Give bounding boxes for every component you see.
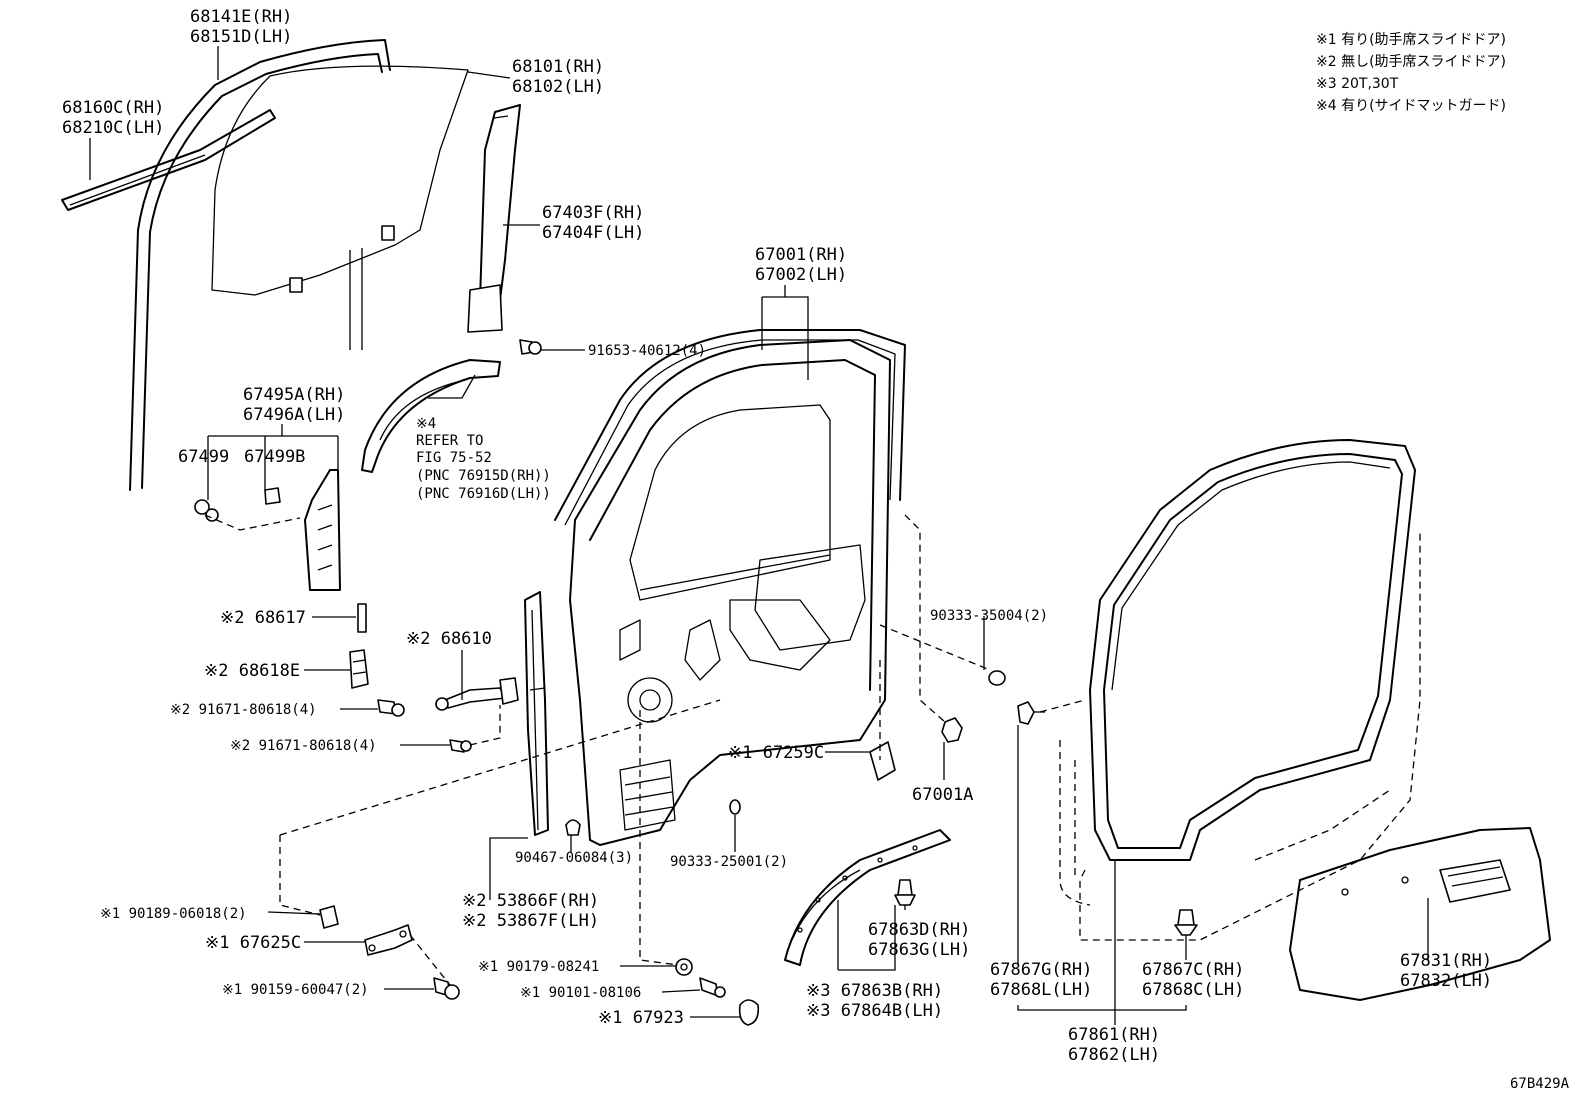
label-67867C: 67867C(RH) [1142,960,1244,980]
run-channel-68141E[interactable] [129,39,391,491]
label-67403F: 67403F(RH) [542,203,644,223]
label-68610: ※2 68610 [406,629,492,649]
label-67831: 67831(RH) [1400,951,1492,971]
clip-67499B[interactable] [264,487,281,505]
label-90159: ※1 90159-60047(2) [222,982,369,998]
bolt-90159[interactable] [433,977,460,1000]
body-opening-outline [1059,530,1421,941]
label-90467: 90467-06084(3) [515,850,633,866]
door-panel-67001[interactable] [569,339,891,846]
clip-67863D[interactable] [894,879,916,906]
label-67495A: 67495A(RH) [243,385,345,405]
arch-moulding-67863B[interactable] [784,829,951,966]
label-90101: ※1 90101-08106 [520,985,641,1001]
label-67868L: 67868L(LH) [990,980,1092,1000]
label-67404F: 67404F(LH) [542,223,644,243]
label-67868C: 67868C(LH) [1142,980,1244,1000]
clip-67499[interactable] [194,499,219,522]
label-90333-35004: 90333-35004(2) [930,608,1048,624]
screw-90101[interactable] [699,977,726,998]
ref-pnc-lh: (PNC 76916D(LH)) [416,486,551,502]
hinge-68618E[interactable] [349,649,369,689]
bolt-91653[interactable] [519,339,542,355]
label-68617: ※2 68617 [220,608,306,628]
ref-fig: FIG 75-52 [416,450,492,466]
label-68618E: ※2 68618E [204,661,300,681]
plug-90333-25001[interactable] [729,799,741,815]
figure-id: 67B429A [1510,1076,1570,1092]
notes-legend: ※1 有り(助手席スライドドア) ※2 無し(助手席スライドドア) ※3 20T… [1316,32,1506,114]
label-67001A: 67001A [912,785,973,805]
label-67259C: ※1 67259C [728,743,824,763]
label-67863D: 67863D(RH) [868,920,970,940]
label-68160C: 68160C(RH) [62,98,164,118]
pad-67259C[interactable] [869,741,896,781]
label-91653: 91653-40612(4) [588,343,706,359]
bolt-91671-upper[interactable] [377,699,405,717]
plug-90333-35004[interactable] [988,670,1006,686]
label-67832: 67832(LH) [1400,971,1492,991]
label-68101: 68101(RH) [512,57,604,77]
hinge-pin-68617[interactable] [357,603,367,633]
label-53866F: ※2 53866F(RH) [462,891,599,911]
label-90189: ※1 90189-06018(2) [100,906,247,922]
leader-lines [89,46,1429,1025]
label-90179: ※1 90179-08241 [478,959,599,975]
note-4: ※4 有り(サイドマットガード) [1316,98,1506,114]
bumper-67001A[interactable] [941,717,963,743]
label-53867F: ※2 53867F(LH) [462,911,599,931]
label-68151D: 68151D(LH) [190,27,292,47]
label-67863B: ※3 67863B(RH) [806,981,943,1001]
ref-pnc-rh: (PNC 76915D(RH)) [416,468,551,484]
label-67863G: 67863G(LH) [868,940,970,960]
label-68210C: 68210C(LH) [62,118,164,138]
nut-90179[interactable] [675,958,693,976]
label-67867G: 67867G(RH) [990,960,1092,980]
label-91671-upper: ※2 91671-80618(4) [170,702,317,718]
bracket-90189[interactable] [319,905,339,929]
label-67864B: ※3 67864B(LH) [806,1001,943,1021]
label-67862: 67862(LH) [1068,1045,1160,1065]
clip-90467[interactable] [565,819,581,836]
clip-67867C[interactable] [1174,909,1198,936]
label-67499B: 67499B [244,447,305,467]
label-67002: 67002(LH) [755,265,847,285]
lower-sash-67403F[interactable] [467,104,521,333]
belt-moulding-68160C[interactable] [61,109,276,211]
part-labels: 68141E(RH) 68151D(LH) 68160C(RH) 68210C(… [62,7,1492,1065]
note-1: ※1 有り(助手席スライドドア) [1316,32,1506,48]
label-67499: 67499 [178,447,229,467]
door-glass-68101[interactable] [211,65,469,350]
label-67496A: 67496A(LH) [243,405,345,425]
striker-67625C[interactable] [364,924,413,956]
clip-67867G[interactable] [1017,701,1045,725]
label-90333-25001: 90333-25001(2) [670,854,788,870]
glass-run-67495A[interactable] [304,469,341,591]
side-mat-guard[interactable] [361,359,501,473]
scuff-plate-67831[interactable] [1289,827,1551,1001]
label-67861: 67861(RH) [1068,1025,1160,1045]
note-2: ※2 無し(助手席スライドドア) [1316,54,1506,70]
step-trim-53866F[interactable] [524,591,549,836]
note-3: ※3 20T,30T [1316,76,1399,92]
bolt-91671-lower[interactable] [449,739,472,753]
label-67625C: ※1 67625C [205,933,301,953]
ref-note-mark: ※4 [416,416,436,432]
door-frame-seal[interactable] [554,329,906,526]
ref-refer-to: REFER TO [416,433,483,449]
opening-weatherstrip-67861[interactable] [1089,439,1416,861]
label-68141E: 68141E(RH) [190,7,292,27]
dashed-connectors [204,514,1086,986]
door-check-68610[interactable] [435,677,519,711]
label-67923: ※1 67923 [598,1008,684,1028]
label-67001: 67001(RH) [755,245,847,265]
cap-67923[interactable] [738,999,760,1026]
label-68102: 68102(LH) [512,77,604,97]
label-91671-lower: ※2 91671-80618(4) [230,738,377,754]
